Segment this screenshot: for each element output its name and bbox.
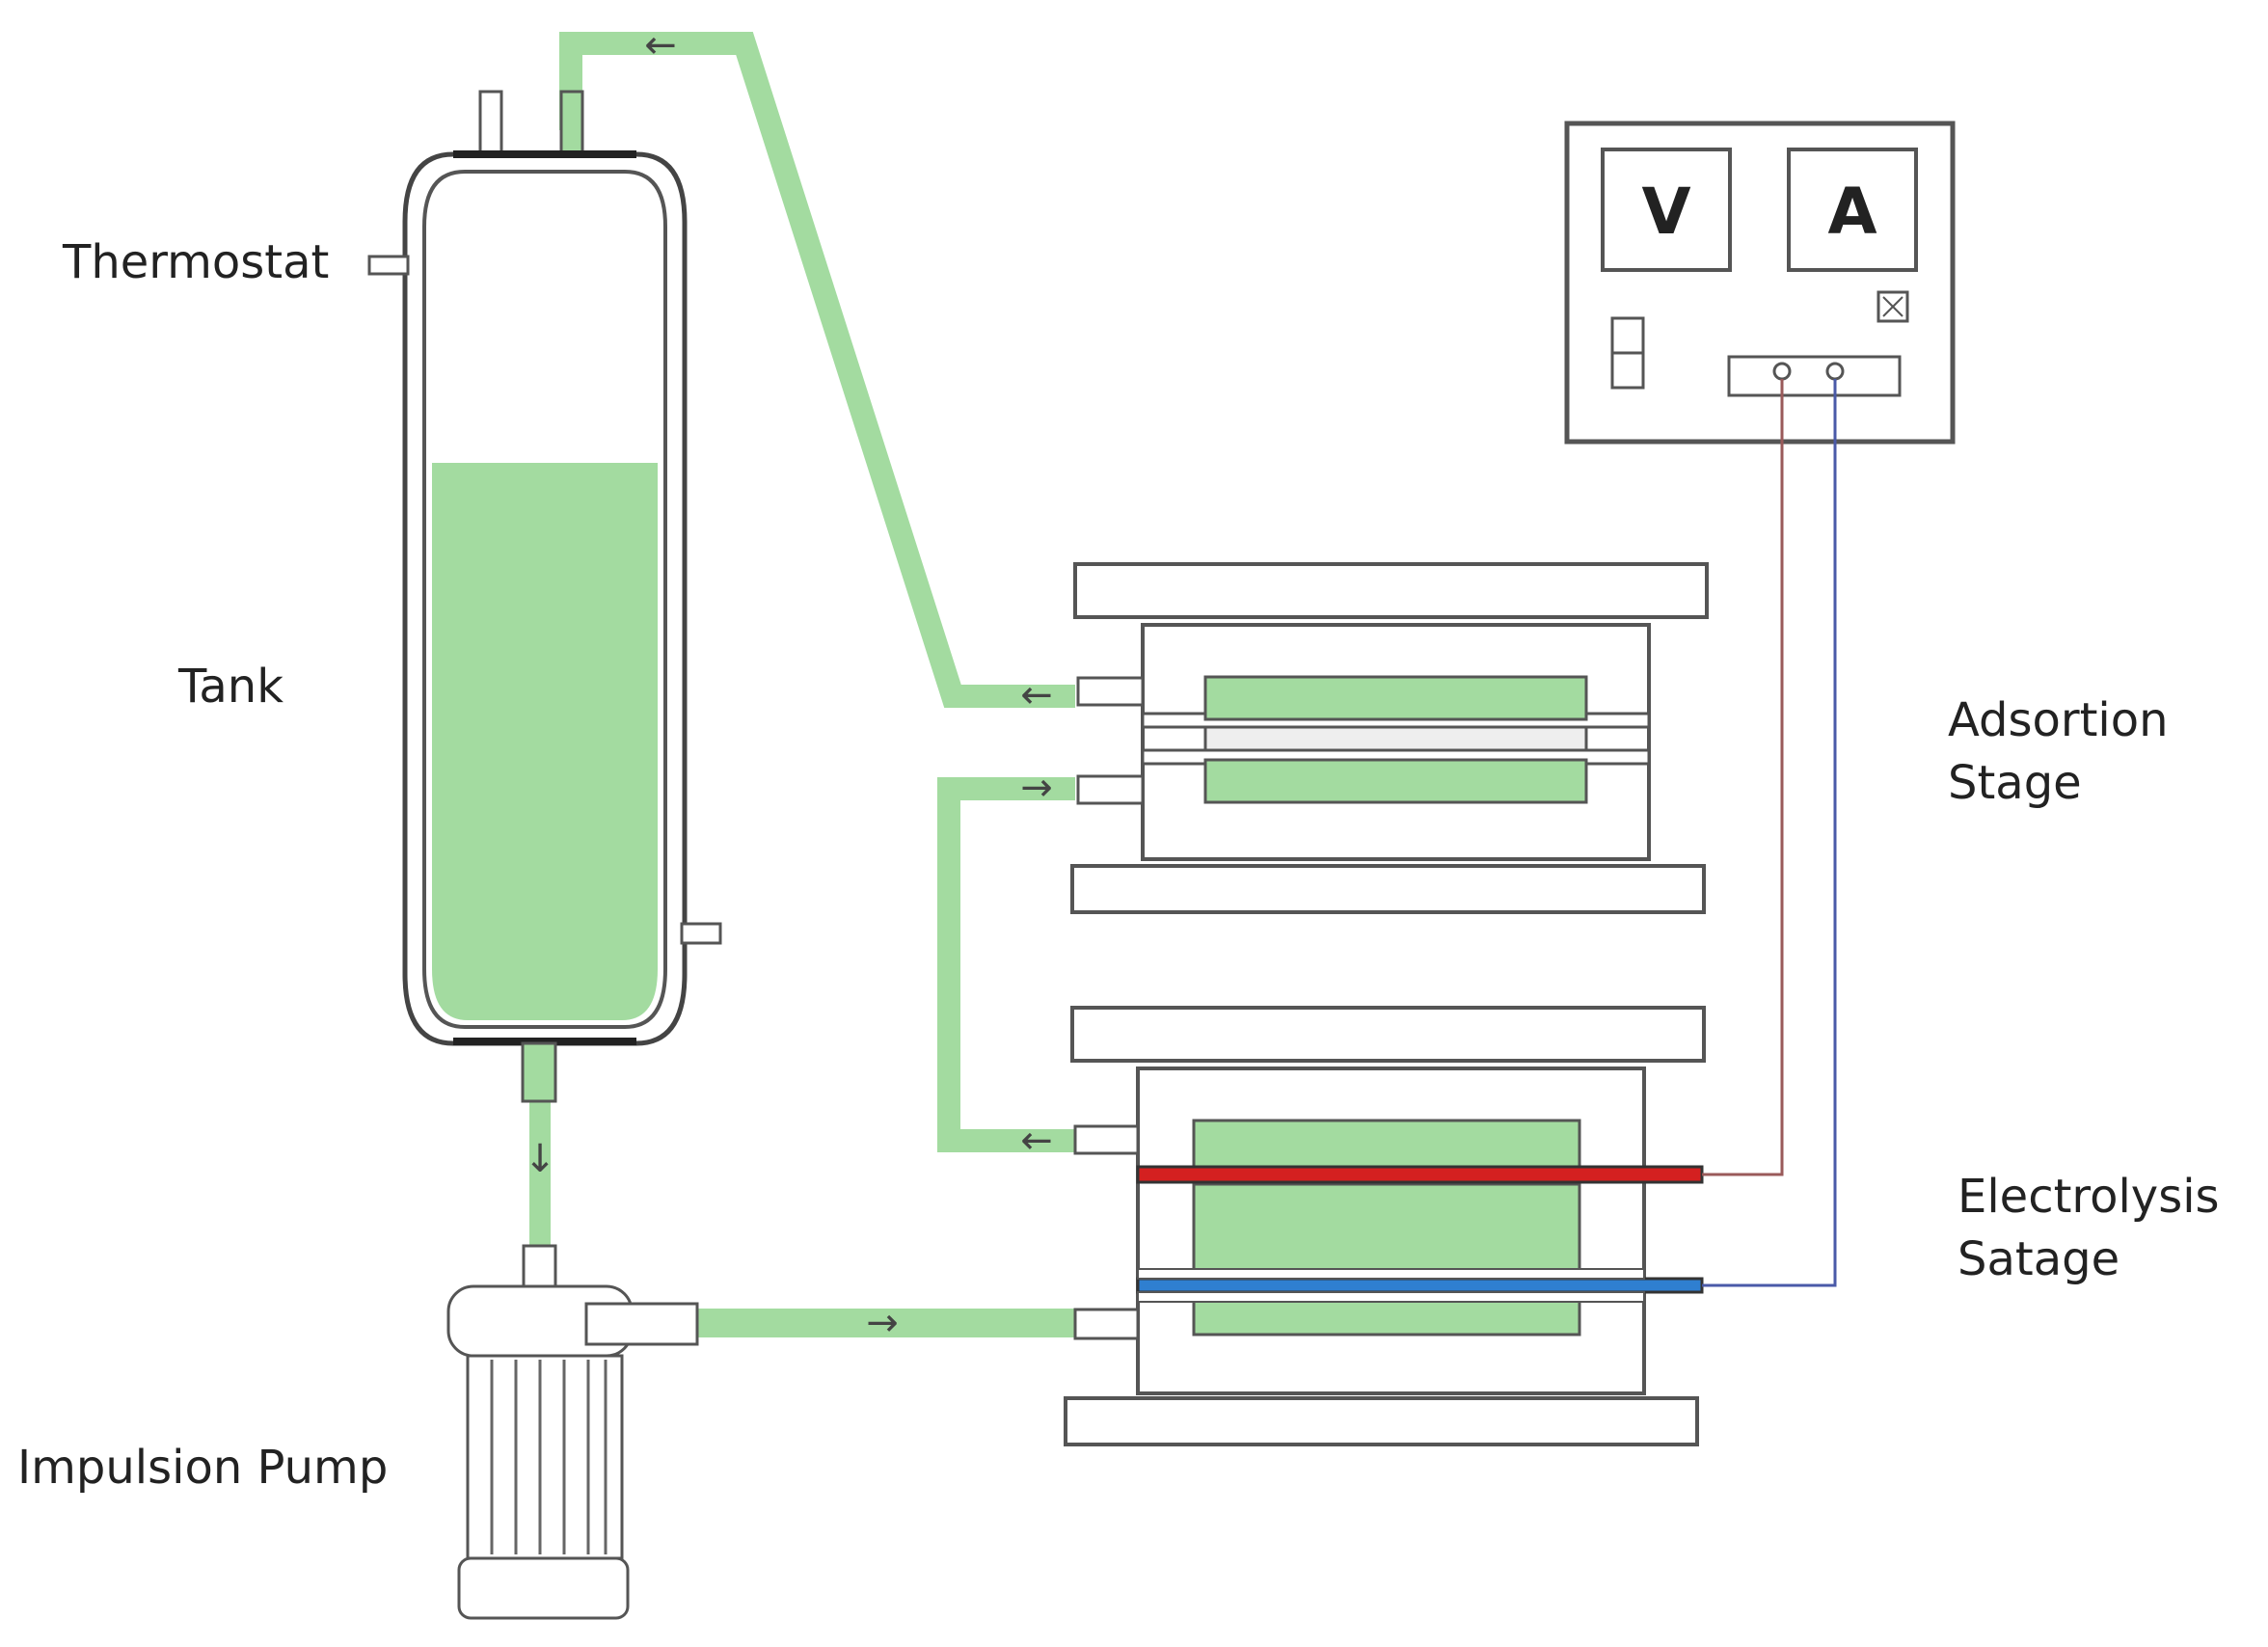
anode-wire — [1702, 379, 1784, 1176]
adsorption-bottom-plate — [1070, 864, 1706, 914]
electrolysis-chamber-top — [1192, 1119, 1581, 1169]
electrolysis-outlet-port — [1073, 1124, 1140, 1155]
ammeter-display — [1787, 148, 1918, 272]
flow-arrow-electrolysis-outlet: ← — [1020, 1119, 1053, 1163]
pump-label: Impulsion Pump — [17, 1441, 388, 1495]
flow-arrow-adsorption-inlet: → — [1020, 766, 1053, 810]
flow-arrow-tank-outlet: ↓ — [524, 1137, 556, 1181]
thermostat-inlet-port — [367, 255, 410, 276]
flow-arrow-pump-outlet: → — [866, 1301, 899, 1345]
adsorption-chamber-lower — [1203, 758, 1588, 804]
cathode-electrode — [1136, 1277, 1704, 1294]
interconnect-pipe — [937, 777, 1075, 1152]
adsorption-stage — [1070, 562, 1709, 914]
electrolysis-chamber-middle — [1192, 1182, 1581, 1273]
electrolysis-bottom-plate — [1064, 1396, 1699, 1446]
adsorption-stage-label-line1: Adsortion — [1948, 693, 2169, 747]
adsorption-chamber-upper — [1203, 675, 1588, 721]
thermostat-outlet-port — [680, 922, 722, 945]
electrolysis-inlet-port — [1073, 1308, 1140, 1340]
control-knob[interactable] — [1876, 290, 1909, 323]
electrolysis-stage — [1064, 1006, 1706, 1446]
impulsion-pump — [446, 1244, 699, 1620]
pump-outlet-nozzle — [584, 1302, 699, 1346]
ammeter-label: A — [1827, 175, 1876, 249]
anode-electrode — [1136, 1165, 1704, 1184]
adsorption-membrane — [1203, 725, 1588, 752]
tank-top-nozzle-left — [478, 90, 503, 161]
voltmeter-display — [1601, 148, 1732, 272]
tank-top-nozzle-right — [559, 90, 584, 161]
negative-terminal[interactable] — [1825, 362, 1845, 381]
tank-label: Tank — [177, 660, 284, 714]
adsorption-top-plate — [1073, 562, 1709, 619]
flow-arrow-top-return: ← — [644, 23, 677, 68]
electrolysis-band-lower — [1137, 1291, 1645, 1303]
cathode-wire — [1702, 379, 1837, 1287]
electrolysis-top-plate — [1070, 1006, 1706, 1063]
pump-motor-fins — [490, 1360, 608, 1554]
pump-base — [457, 1556, 630, 1620]
electrolysis-stage-label-line2: Satage — [1958, 1232, 2120, 1286]
power-supply: V A — [1564, 121, 1956, 445]
tank-liquid — [432, 463, 658, 1020]
voltmeter-label: V — [1641, 175, 1690, 249]
terminal-strip — [1727, 355, 1902, 397]
pump-motor — [466, 1354, 624, 1560]
flow-arrow-adsorption-outlet: ← — [1020, 673, 1053, 717]
electrolysis-band-upper — [1137, 1268, 1645, 1280]
adsorption-outlet-port — [1076, 676, 1145, 707]
adsorption-stage-label-line2: Stage — [1948, 756, 2082, 810]
adsorption-inlet-port — [1076, 774, 1145, 805]
pump-inlet-nozzle — [522, 1244, 557, 1290]
tank — [367, 90, 722, 1103]
thermostat-label: Thermostat — [62, 235, 329, 289]
tank-bottom-nozzle — [521, 1041, 557, 1103]
electrolysis-stage-label-line1: Electrolysis — [1958, 1170, 2220, 1224]
positive-terminal[interactable] — [1772, 362, 1792, 381]
return-pipe — [559, 32, 1075, 708]
